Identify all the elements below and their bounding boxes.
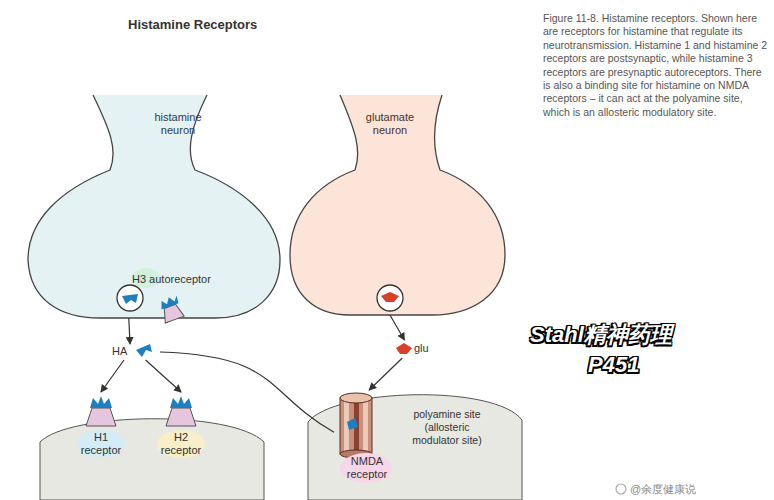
watermark-logo bbox=[616, 484, 626, 494]
release-arrow bbox=[146, 360, 181, 392]
figure-caption: Figure 11-8. Histamine receptors. Shown … bbox=[543, 12, 769, 119]
highlight bbox=[77, 430, 125, 458]
node-text: HA bbox=[112, 345, 134, 358]
histamine-ligand bbox=[122, 294, 138, 304]
node-text: glu bbox=[414, 342, 436, 355]
watermark-title: Stahl精神药理 bbox=[530, 322, 730, 348]
receptor-box: H2 receptor bbox=[152, 392, 210, 459]
neuron-fill bbox=[290, 95, 505, 315]
vesicle bbox=[377, 285, 403, 311]
node-text: H1 receptor bbox=[76, 431, 126, 457]
h1-receptor bbox=[86, 408, 116, 426]
glutamate-ligand bbox=[396, 343, 412, 354]
highlight bbox=[157, 430, 205, 458]
neuron-box: glutamate neuron bbox=[290, 95, 505, 315]
node-text: H3 autoreceptor bbox=[132, 273, 216, 286]
diagram-title: Histamine Receptors bbox=[128, 17, 257, 32]
h3-receptor bbox=[157, 294, 184, 322]
postsynaptic-membrane bbox=[308, 395, 522, 500]
node-text: NMDA receptor bbox=[341, 455, 393, 481]
histamine-ligand bbox=[170, 396, 192, 408]
node-text: histamine neuron bbox=[138, 111, 218, 137]
histamine-ligand bbox=[90, 396, 112, 408]
watermark-handle: @余度健康说 bbox=[630, 482, 760, 496]
receptor-box: NMDA receptor bbox=[334, 390, 398, 484]
receptor-box: H1 receptor bbox=[72, 392, 130, 459]
site-label: polyamine site (allosteric modulator sit… bbox=[408, 408, 486, 447]
ligand-label: HA bbox=[112, 344, 160, 360]
node-text: glutamate neuron bbox=[350, 111, 430, 137]
glutamate-ligand bbox=[381, 292, 399, 302]
release-arrow bbox=[369, 358, 402, 390]
histamine-ligand bbox=[136, 344, 152, 357]
h2-receptor bbox=[166, 408, 196, 426]
neuron-box: histamine neuron H3 autoreceptor bbox=[28, 95, 280, 318]
release-arrow bbox=[390, 315, 404, 340]
neuron-fill bbox=[28, 95, 280, 318]
neuron-outline bbox=[28, 95, 280, 318]
binding-curve bbox=[160, 352, 334, 432]
highlight bbox=[340, 453, 392, 483]
ligand-label: glu bbox=[396, 340, 438, 358]
postsynaptic-membrane bbox=[40, 419, 264, 500]
watermark-page: P451 bbox=[588, 352, 668, 378]
neuron-outline bbox=[290, 95, 505, 315]
node-text: H2 receptor bbox=[156, 431, 206, 457]
vesicle bbox=[117, 285, 143, 311]
nmda-receptor bbox=[340, 393, 372, 458]
receptor-label: H3 autoreceptor bbox=[132, 272, 218, 288]
release-arrow bbox=[129, 318, 130, 344]
release-arrow bbox=[101, 360, 124, 392]
